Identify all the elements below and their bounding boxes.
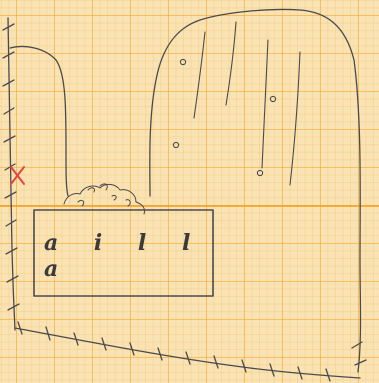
rock-speckles [173,59,275,175]
handwritten-word: a i l l a [36,218,212,294]
left-wall-line [8,18,15,330]
bottom-wall-line [15,328,360,378]
rock-shading-strokes [194,22,300,185]
x-mark-icon [11,167,24,184]
clump-dots [78,184,130,206]
